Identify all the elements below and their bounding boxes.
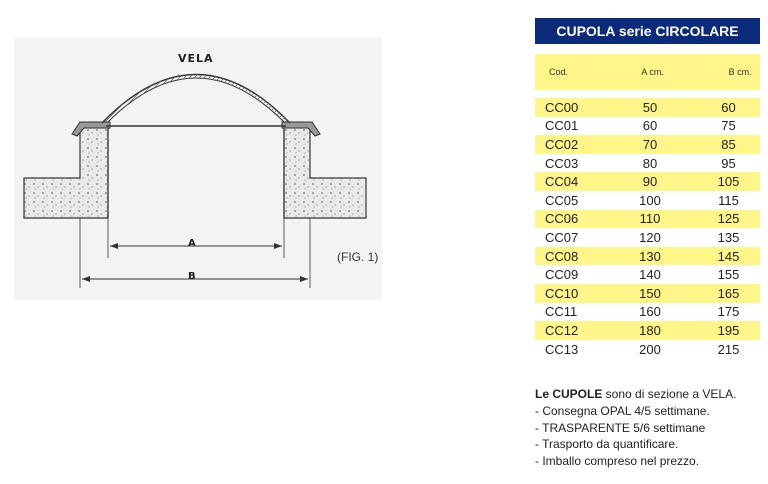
table-row: CC07 120 135 bbox=[535, 228, 760, 247]
table-row: CC13 200 215 bbox=[535, 340, 760, 359]
cell-cod: CC00 bbox=[545, 99, 579, 115]
cell-b: 135 bbox=[717, 229, 740, 245]
note-rest: sono di sezione a VELA. bbox=[602, 387, 737, 401]
cell-a: 70 bbox=[642, 136, 658, 152]
cell-b: 105 bbox=[717, 174, 740, 190]
cell-cod: CC11 bbox=[545, 304, 578, 320]
table-row: CC01 60 75 bbox=[535, 117, 760, 136]
table-row: CC12 180 195 bbox=[535, 321, 760, 340]
vela-label: VELA bbox=[178, 52, 214, 65]
cell-b: 145 bbox=[717, 248, 740, 264]
cell-a: 140 bbox=[639, 267, 661, 283]
figure-caption: (FIG. 1) bbox=[337, 250, 379, 264]
cell-b: 125 bbox=[717, 211, 740, 227]
cell-cod: CC06 bbox=[545, 211, 579, 227]
notes-block: Le CUPOLE sono di sezione a VELA. - Cons… bbox=[535, 386, 765, 470]
cell-a: 150 bbox=[639, 285, 661, 301]
cell-a: 120 bbox=[639, 229, 661, 245]
cell-a: 200 bbox=[639, 341, 661, 357]
cell-b: 85 bbox=[721, 136, 736, 152]
cell-a: 50 bbox=[642, 99, 658, 115]
cell-cod: CC09 bbox=[545, 267, 579, 283]
dimension-b-label: B bbox=[188, 271, 196, 282]
cell-cod: CC08 bbox=[545, 248, 579, 264]
cell-cod: CC05 bbox=[545, 192, 579, 208]
header-cod: Cod. bbox=[549, 67, 569, 77]
cell-a: 160 bbox=[639, 304, 661, 320]
table-row: CC10 150 165 bbox=[535, 283, 760, 303]
cell-b: 60 bbox=[721, 99, 736, 115]
cell-a: 100 bbox=[639, 192, 661, 208]
table-row: CC08 130 145 bbox=[535, 246, 760, 266]
cell-a: 80 bbox=[642, 155, 658, 171]
cell-b: 115 bbox=[718, 192, 739, 208]
cell-b: 75 bbox=[721, 118, 736, 134]
header-spacer bbox=[535, 90, 760, 98]
cell-cod: CC04 bbox=[545, 174, 579, 190]
table-row: CC11 160 175 bbox=[535, 303, 760, 322]
cell-cod: CC07 bbox=[545, 229, 579, 245]
table-row: CC09 140 155 bbox=[535, 265, 760, 284]
technical-drawing bbox=[14, 38, 382, 300]
cell-b: 215 bbox=[717, 341, 740, 357]
note-line: - Consegna OPAL 4/5 settimane. bbox=[535, 403, 710, 418]
cell-cod: CC13 bbox=[545, 341, 579, 357]
table-title: CUPOLA serie CIRCOLARE bbox=[535, 18, 760, 44]
cell-a: 180 bbox=[639, 322, 661, 338]
cell-b: 95 bbox=[721, 155, 736, 171]
cell-cod: CC12 bbox=[545, 322, 579, 338]
note-line: - TRASPARENTE 5/6 settimane bbox=[535, 420, 706, 435]
cell-b: 165 bbox=[717, 285, 740, 301]
note-bold: Le CUPOLE bbox=[535, 387, 603, 401]
table-row: CC05 100 115 bbox=[535, 191, 760, 210]
cell-b: 175 bbox=[717, 304, 740, 320]
cell-cod: CC03 bbox=[545, 155, 579, 171]
cell-b: 195 bbox=[717, 322, 740, 338]
cell-a: 90 bbox=[642, 174, 658, 190]
cell-cod: CC02 bbox=[545, 136, 579, 152]
header-a: A cm. bbox=[641, 67, 664, 77]
dome-cross-section-drawing bbox=[23, 73, 367, 288]
cell-b: 155 bbox=[717, 267, 740, 283]
table-row: CC03 80 95 bbox=[535, 154, 760, 173]
dimension-a-label: A bbox=[188, 238, 196, 249]
table-row: CC02 70 85 bbox=[535, 135, 760, 154]
cell-a: 130 bbox=[639, 248, 661, 264]
note-line: Le CUPOLE sono di sezione a VELA. bbox=[535, 386, 765, 403]
cell-cod: CC10 bbox=[545, 285, 579, 301]
table-row: CC00 50 60 bbox=[535, 98, 760, 117]
table-row: CC04 90 105 bbox=[535, 172, 760, 191]
table-row: CC06 110 125 bbox=[535, 209, 760, 229]
cell-cod: CC01 bbox=[545, 118, 579, 134]
note-line: - Imballo compreso nel prezzo. bbox=[535, 454, 700, 469]
table-header-row: Cod. A cm. B cm. bbox=[535, 54, 760, 90]
cell-a: 60 bbox=[642, 118, 658, 134]
cell-a: 110 bbox=[639, 211, 661, 227]
note-line: - Trasporto da quantificare. bbox=[535, 437, 679, 452]
header-b: B cm. bbox=[728, 67, 752, 77]
